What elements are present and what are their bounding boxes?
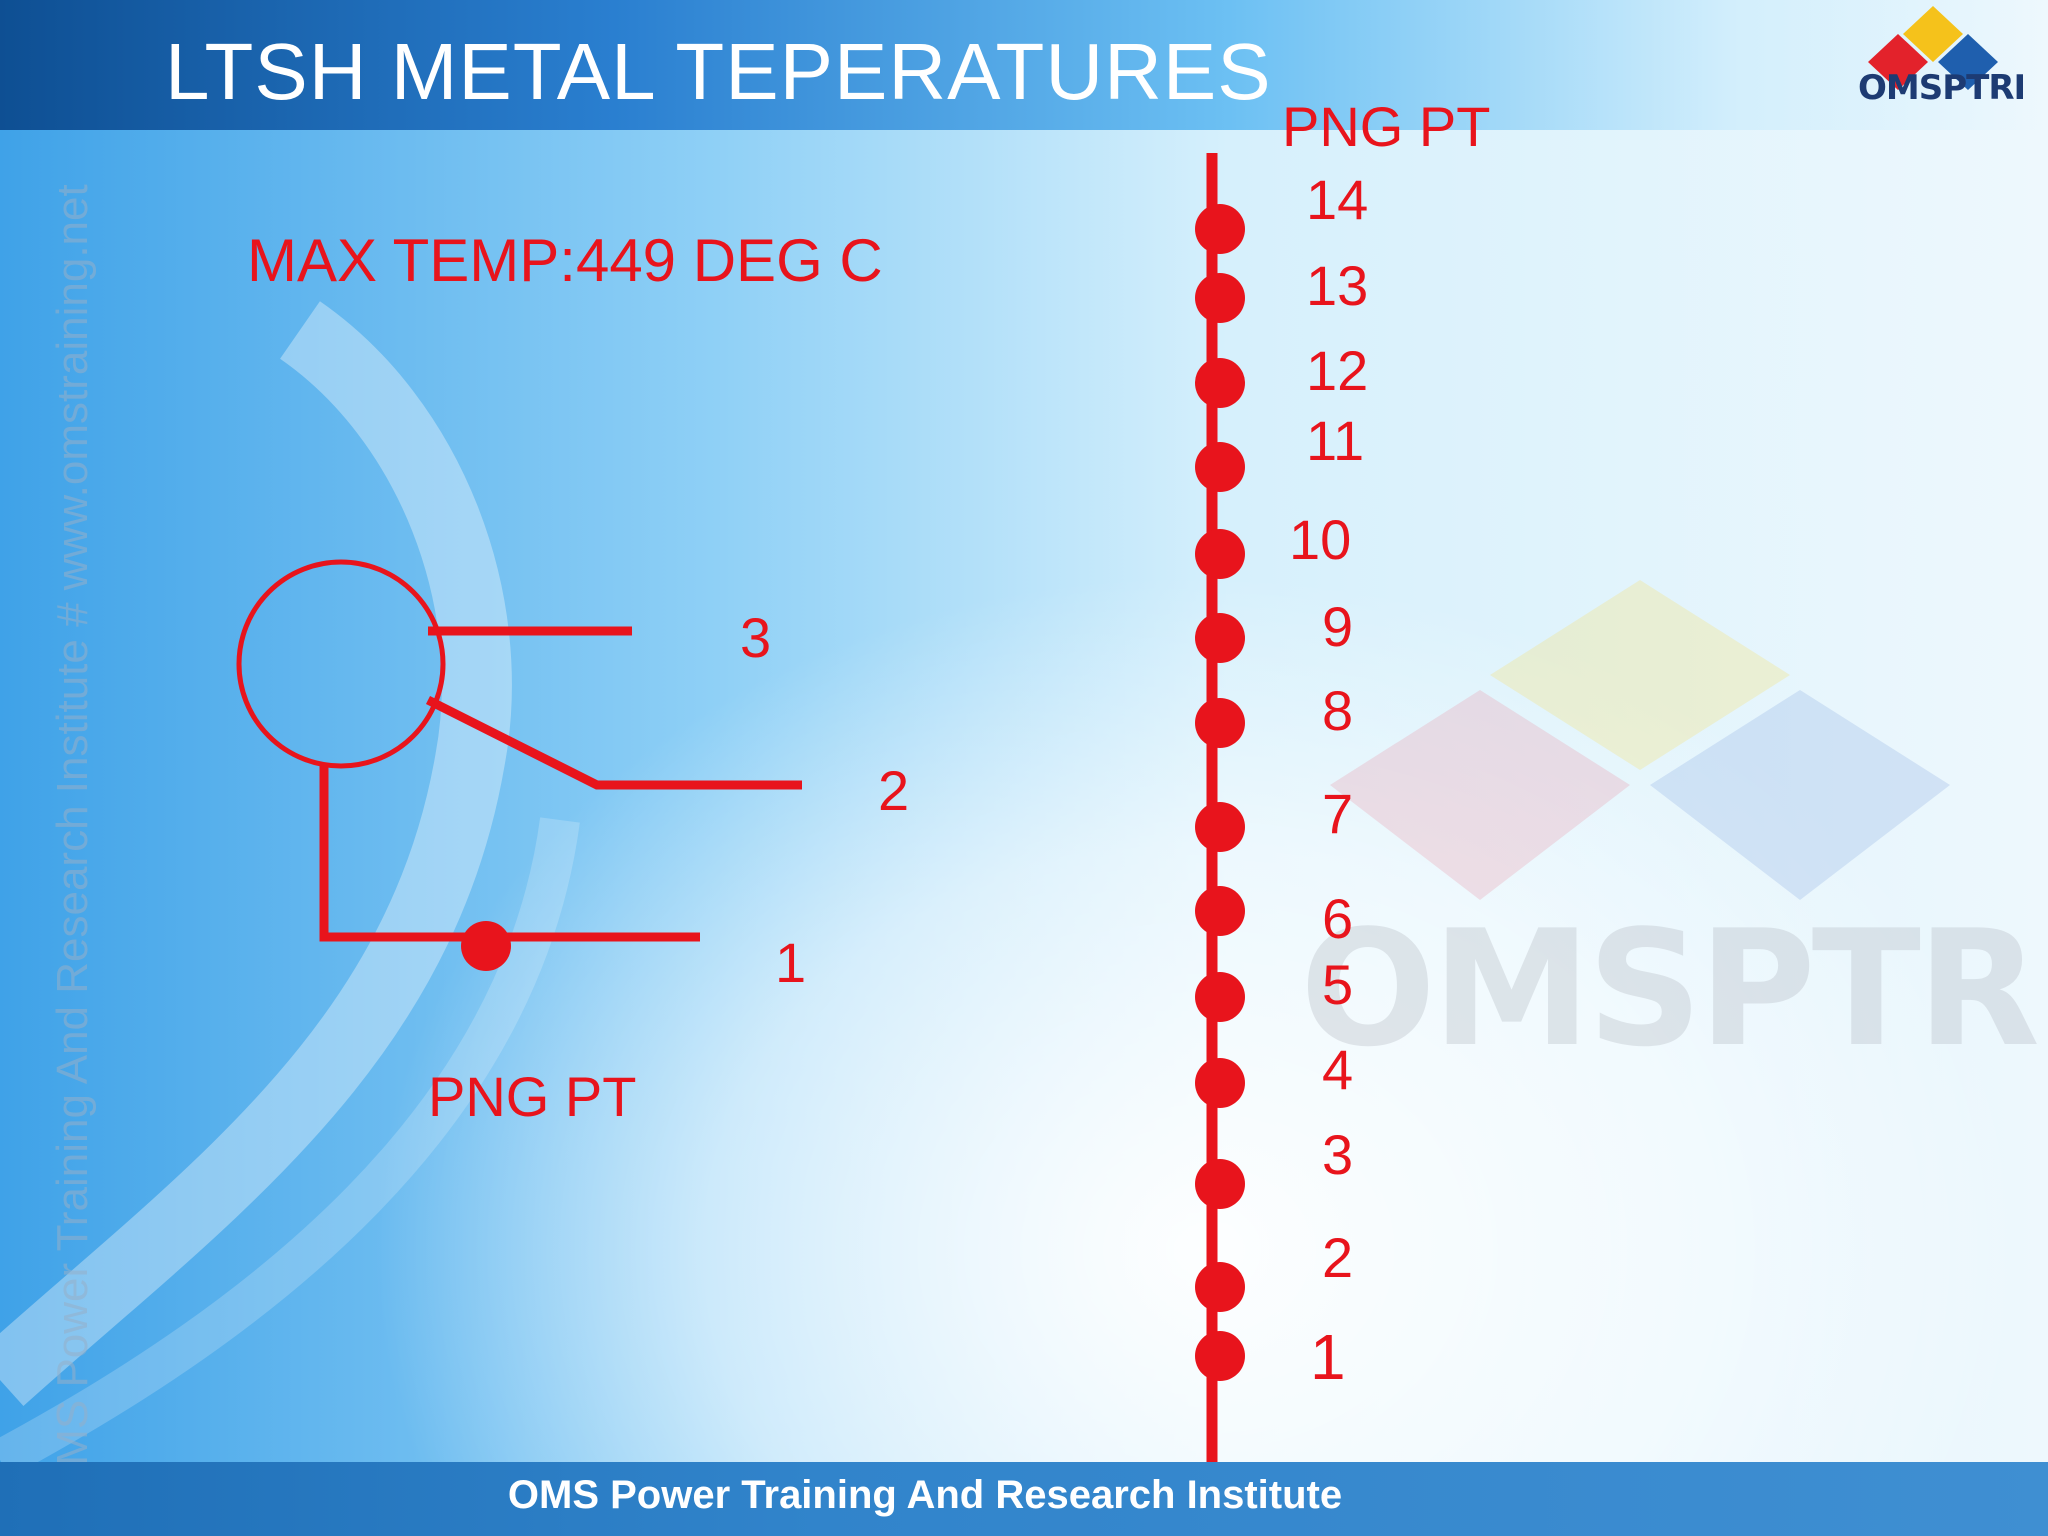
png-pt-label-left: PNG PT: [428, 1065, 637, 1128]
tube-point-dot-12: [1195, 358, 1245, 408]
tube-point-dot-13: [1195, 273, 1245, 323]
tube-point-label-5: 5: [1322, 953, 1354, 1016]
tube-point-dot-1: [1195, 1331, 1245, 1381]
watermark-logo-icon: [1330, 580, 1950, 900]
tube-point-label-4: 4: [1322, 1038, 1354, 1101]
tube-point-dot-6: [1195, 886, 1245, 936]
tube-label-3: 3: [740, 606, 772, 669]
footer-text: OMS Power Training And Research Institut…: [507, 1473, 1343, 1517]
tube-point-label-12: 12: [1306, 339, 1369, 402]
tube-point-label-6: 6: [1322, 887, 1354, 950]
png-pt-label-right: PNG PT: [1282, 95, 1491, 158]
tube-point-label-1: 1: [1310, 1321, 1346, 1393]
tube-point-label-3: 3: [1322, 1123, 1354, 1186]
tube-point-label-13: 13: [1306, 254, 1369, 317]
header-bar: [0, 0, 2048, 130]
tube-point-label-7: 7: [1322, 782, 1354, 845]
tube-point-dot-8: [1195, 698, 1245, 748]
tube-point-dot-4: [1195, 1058, 1245, 1108]
tube-label-2: 2: [878, 759, 910, 822]
tube-bank-dots: [1195, 204, 1245, 1381]
png-pt-dot: [461, 921, 511, 971]
tube-point-dot-11: [1195, 442, 1245, 492]
header-circle: [236, 559, 446, 769]
tube-point-dot-9: [1195, 613, 1245, 663]
tube-point-dot-3: [1195, 1159, 1245, 1209]
tube-1-line: [319, 766, 700, 942]
omsptri-logo-icon: [1868, 6, 1998, 90]
tube-point-dot-7: [1195, 802, 1245, 852]
tube-point-label-9: 9: [1322, 595, 1354, 658]
tube-point-label-8: 8: [1322, 679, 1354, 742]
max-temp-label: MAX TEMP:449 DEG C: [247, 227, 883, 294]
tube-point-dot-2: [1195, 1262, 1245, 1312]
tube-label-1: 1: [775, 931, 807, 994]
logo-text: OMSPTRI: [1858, 68, 2026, 108]
footer-bar: [0, 1462, 2048, 1536]
tube-2-line: [425, 695, 802, 790]
tube-point-dot-14: [1195, 204, 1245, 254]
tube-point-dot-10: [1195, 529, 1245, 579]
slide-title: LTSH METAL TEPERATURES: [165, 27, 1272, 116]
tube-point-label-11: 11: [1306, 409, 1365, 472]
tube-point-label-14: 14: [1306, 168, 1369, 231]
tube-point-label-10: 10: [1289, 508, 1352, 571]
tube-point-dot-5: [1195, 972, 1245, 1022]
tube-point-label-2: 2: [1322, 1226, 1354, 1289]
watermark-text: OMSPTRI: [1300, 895, 2048, 1082]
